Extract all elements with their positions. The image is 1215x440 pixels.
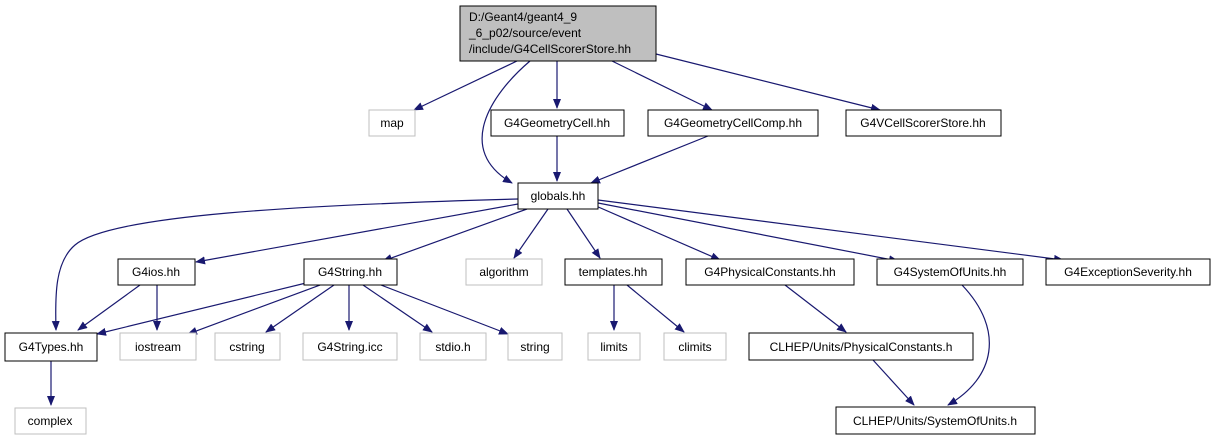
node-g4stringicc[interactable]: G4String.icc: [302, 332, 398, 361]
root-line-1: D:/Geant4/geant4_9: [469, 10, 577, 24]
edge-g4string-string: [380, 284, 509, 335]
edge-globals-g4exceptionseverity: [597, 199, 1064, 263]
g4stringicc-label: G4String.icc: [317, 340, 382, 354]
edge-root-g4vcellscorerstore: [655, 53, 881, 112]
node-climits[interactable]: climits: [663, 332, 727, 361]
g4ios-label: G4ios.hh: [132, 265, 180, 279]
edge-g4physicalconstants-clhepphys: [784, 284, 847, 333]
nodes: D:/Geant4/geant4_9 _6_p02/source/event /…: [4, 5, 1211, 435]
edge-templates-climits: [626, 284, 685, 333]
edge-g4string-g4types: [96, 282, 307, 336]
node-g4string[interactable]: G4String.hh: [303, 258, 398, 286]
edge-g4geometrycellcomp-globals: [590, 135, 709, 184]
node-stdioh[interactable]: stdio.h: [419, 332, 487, 361]
edge-globals-g4types: [51, 198, 519, 331]
g4geometrycellcomp-label: G4GeometryCellComp.hh: [664, 116, 802, 130]
edge-root-g4geometrycellcomp: [611, 60, 713, 111]
node-string[interactable]: string: [507, 332, 563, 361]
edge-g4string-iostream: [187, 284, 321, 335]
node-limits[interactable]: limits: [587, 332, 641, 361]
node-g4exceptionseverity[interactable]: G4ExceptionSeverity.hh: [1045, 258, 1211, 286]
node-cstring[interactable]: cstring: [214, 332, 281, 361]
edge-root-map: [413, 60, 518, 111]
node-g4physicalconstants[interactable]: G4PhysicalConstants.hh: [685, 258, 855, 286]
g4string-label: G4String.hh: [318, 265, 382, 279]
node-globals[interactable]: globals.hh: [517, 182, 599, 210]
node-g4geometrycell[interactable]: G4GeometryCell.hh: [490, 109, 625, 137]
g4geometrycell-label: G4GeometryCell.hh: [504, 116, 610, 130]
node-root[interactable]: D:/Geant4/geant4_9 _6_p02/source/event /…: [459, 5, 657, 62]
root-line-2: _6_p02/source/event: [468, 26, 582, 40]
edge-globals-g4physicalconstants: [595, 205, 721, 261]
stdioh-label: stdio.h: [435, 340, 470, 354]
edge-g4string-cstring: [265, 284, 335, 333]
g4types-label: G4Types.hh: [19, 340, 84, 354]
iostream-label: iostream: [135, 340, 181, 354]
root-line-3: /include/G4CellScorerStore.hh: [469, 42, 631, 56]
edge-clhepphys-clhepunits: [872, 359, 915, 406]
edge-root-globals: [481, 60, 531, 184]
edge-globals-algorithm: [513, 208, 549, 259]
complex-label: complex: [28, 414, 73, 428]
cstring-label: cstring: [229, 340, 264, 354]
edge-g4systemofunits-clhepunits: [947, 284, 990, 406]
globals-label: globals.hh: [531, 189, 586, 203]
edge-globals-g4ios: [195, 203, 519, 265]
edge-globals-g4string: [382, 208, 528, 262]
clhepphys-label: CLHEP/Units/PhysicalConstants.h: [770, 340, 953, 354]
node-map[interactable]: map: [368, 109, 416, 137]
node-clhepunits[interactable]: CLHEP/Units/SystemOfUnits.h: [835, 406, 1036, 435]
g4physicalconstants-label: G4PhysicalConstants.hh: [704, 265, 835, 279]
algorithm-label: algorithm: [479, 265, 528, 279]
g4systemofunits-label: G4SystemOfUnits.hh: [894, 265, 1007, 279]
node-g4geometrycellcomp[interactable]: G4GeometryCellComp.hh: [647, 109, 819, 137]
node-iostream[interactable]: iostream: [119, 332, 197, 361]
node-g4ios[interactable]: G4ios.hh: [117, 258, 196, 286]
g4vcellscorerstore-label: G4VCellScorerStore.hh: [860, 116, 985, 130]
edge-globals-g4systemofunits: [597, 202, 899, 264]
climits-label: climits: [678, 340, 711, 354]
node-g4systemofunits[interactable]: G4SystemOfUnits.hh: [876, 258, 1024, 286]
node-g4types[interactable]: G4Types.hh: [4, 332, 98, 362]
node-algorithm[interactable]: algorithm: [465, 258, 543, 286]
node-complex[interactable]: complex: [14, 407, 87, 435]
map-label: map: [380, 116, 404, 130]
clhepunits-label: CLHEP/Units/SystemOfUnits.h: [853, 414, 1017, 428]
node-g4vcellscorerstore[interactable]: G4VCellScorerStore.hh: [845, 109, 1002, 137]
edge-g4string-stdioh: [362, 284, 433, 333]
node-clhepphys[interactable]: CLHEP/Units/PhysicalConstants.h: [748, 332, 974, 361]
edges: [47, 53, 1064, 406]
node-templates[interactable]: templates.hh: [564, 258, 663, 286]
limits-label: limits: [600, 340, 627, 354]
string-label: string: [520, 340, 549, 354]
g4exceptionseverity-label: G4ExceptionSeverity.hh: [1064, 265, 1192, 279]
edge-g4ios-g4types: [77, 284, 141, 331]
edge-globals-templates: [566, 208, 601, 259]
templates-label: templates.hh: [579, 265, 648, 279]
